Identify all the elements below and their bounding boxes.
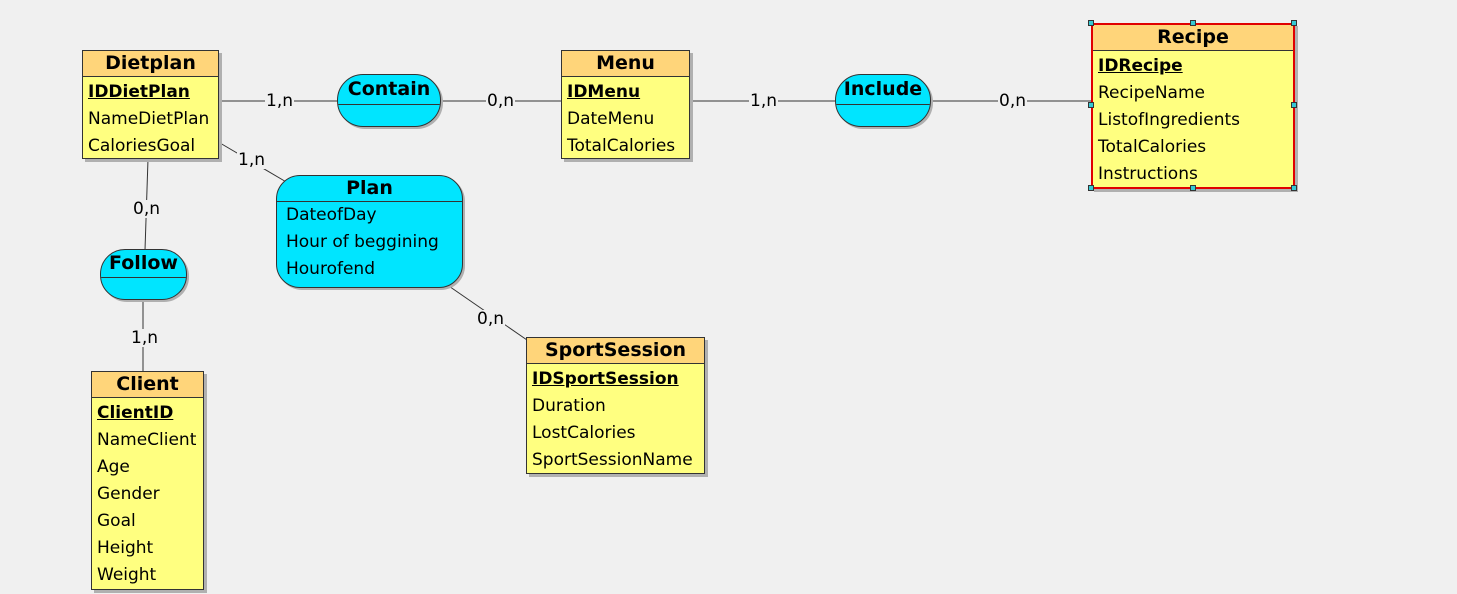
attribute: Age [97,457,130,477]
association-title: Plan [277,176,462,202]
entity-title: Recipe [1093,25,1293,51]
entity-title: Menu [562,51,689,77]
resize-handle[interactable] [1190,20,1196,26]
attribute: TotalCalories [1098,137,1207,157]
cardinality-include-recipe: 0,n [998,91,1027,111]
resize-handle[interactable] [1291,102,1297,108]
attribute: LostCalories [532,423,636,443]
association-include[interactable]: Include [835,74,931,127]
attribute: Weight [97,565,157,585]
resize-handle[interactable] [1291,20,1297,26]
primary-key: ClientID [97,403,174,423]
attribute: RecipeName [1098,83,1205,103]
cardinality-dietplan-plan: 1,n [237,150,266,170]
attribute: NameDietPlan [88,109,210,129]
cardinality-follow-client: 1,n [130,328,159,348]
attribute: Gender [97,484,160,504]
primary-key: IDSportSession [532,369,679,389]
association-follow[interactable]: Follow [100,249,187,300]
attribute: DateMenu [567,109,655,129]
cardinality-plan-sportsession: 0,n [476,309,505,329]
resize-handle[interactable] [1291,185,1297,191]
association-title: Follow [101,250,186,278]
resize-handle[interactable] [1088,20,1094,26]
entity-recipe[interactable]: Recipe IDRecipe RecipeName ListofIngredi… [1091,23,1295,189]
attribute: TotalCalories [567,136,676,156]
attribute: ListofIngredients [1098,110,1241,130]
primary-key: IDMenu [567,82,641,102]
attribute: CaloriesGoal [88,136,196,156]
resize-handle[interactable] [1190,185,1196,191]
attribute: Height [97,538,154,558]
attribute: Duration [532,396,606,416]
entity-sportsession[interactable]: SportSession IDSportSession Duration Los… [526,337,705,474]
primary-key: IDRecipe [1098,56,1183,76]
entity-title: SportSession [527,338,704,364]
association-plan[interactable]: Plan DateofDay Hour of beggining Hourofe… [276,175,463,288]
cardinality-contain-menu: 0,n [486,91,515,111]
attribute: NameClient [97,430,197,450]
cardinality-dietplan-contain: 1,n [265,91,294,111]
attribute: Hourofend [286,259,375,279]
entity-menu[interactable]: Menu IDMenu DateMenu TotalCalories [561,50,690,159]
entity-title: Client [92,372,203,398]
attribute: Instructions [1098,164,1198,184]
attribute: Goal [97,511,136,531]
association-title: Include [836,75,930,105]
association-title: Contain [338,75,440,105]
entity-title: Dietplan [83,51,218,77]
resize-handle[interactable] [1088,185,1094,191]
resize-handle[interactable] [1088,102,1094,108]
cardinality-menu-include: 1,n [749,91,778,111]
entity-dietplan[interactable]: Dietplan IDDietPlan NameDietPlan Calorie… [82,50,219,159]
attribute: SportSessionName [532,450,693,470]
entity-client[interactable]: Client ClientID NameClient Age Gender Go… [91,371,204,590]
attribute: Hour of beggining [286,232,439,252]
cardinality-dietplan-follow: 0,n [132,199,161,219]
primary-key: IDDietPlan [88,82,190,102]
attribute: DateofDay [286,205,377,225]
association-contain[interactable]: Contain [337,74,441,127]
